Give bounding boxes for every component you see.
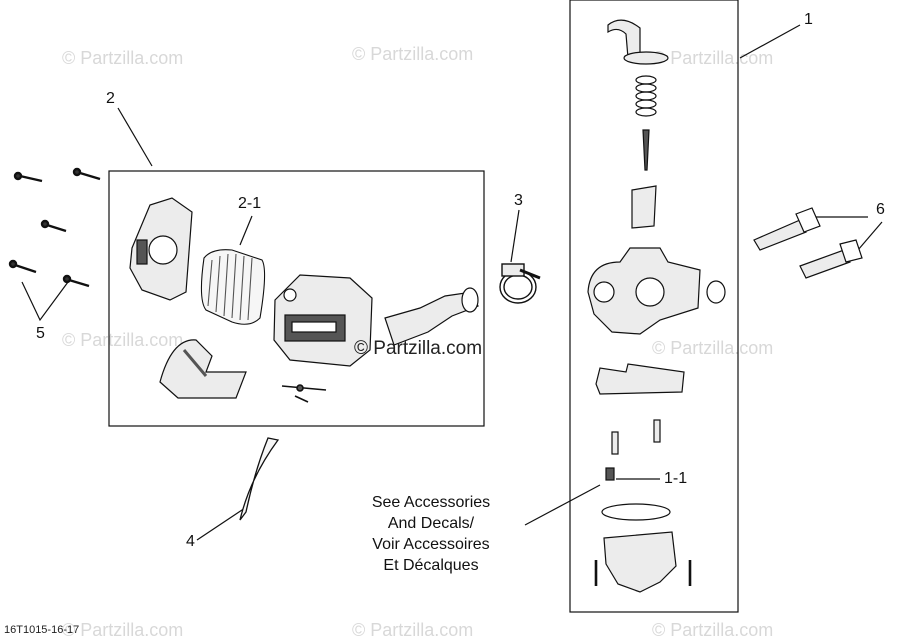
callout-1: 1 xyxy=(804,11,813,28)
note-line: Voir Accessoires xyxy=(372,536,490,553)
callout-3: 3 xyxy=(514,192,523,209)
watermark: © Partzilla.com xyxy=(62,620,184,640)
small-hardware xyxy=(281,384,327,403)
callout-5: 5 xyxy=(36,325,45,342)
watermark: © Partzilla.com xyxy=(652,48,774,68)
o-ring xyxy=(706,280,726,304)
watermark: © Partzilla.com xyxy=(652,620,774,640)
watermark: © Partzilla.com xyxy=(352,620,474,640)
leader-line-1 xyxy=(739,24,801,59)
main-jet xyxy=(611,431,619,455)
callout-6: 6 xyxy=(876,201,885,218)
float-needle xyxy=(605,467,615,481)
note-line: See Accessories xyxy=(371,494,491,511)
carburetor-assembly xyxy=(587,19,726,593)
assembly-box-1 xyxy=(569,0,739,613)
throttle-slide xyxy=(631,185,657,229)
diagram-id: 16T1015-16-17 xyxy=(4,624,80,636)
leader-line-2 xyxy=(117,107,153,167)
watermark: © Partzilla.com xyxy=(62,48,184,68)
callout-4: 4 xyxy=(186,533,195,550)
assembly-box-2 xyxy=(108,170,485,427)
air-filter-element xyxy=(200,249,266,325)
pilot-jet xyxy=(653,419,661,443)
accessories-note: See Accessories And Decals/ Voir Accesso… xyxy=(346,492,516,576)
leader-line-4 xyxy=(196,507,246,541)
bowl-gasket xyxy=(601,503,671,521)
cap-nut xyxy=(623,51,669,65)
note-line: And Decals/ xyxy=(387,515,475,532)
leader-line-6 xyxy=(810,216,883,251)
note-line: Et Décalques xyxy=(383,557,479,574)
throttle-spring xyxy=(635,75,657,117)
leader-line-2-1 xyxy=(239,215,253,246)
air-box-housing xyxy=(273,274,373,367)
leader-line-5 xyxy=(21,281,69,322)
callout-2: 2 xyxy=(106,90,115,107)
screw-part-5 xyxy=(8,167,101,288)
callout-1-1: 1-1 xyxy=(664,470,688,487)
watermark-center: © Partzilla.com xyxy=(354,338,483,359)
bolt-part-6 xyxy=(753,207,863,279)
jet-needle xyxy=(642,129,650,171)
watermark: © Partzilla.com xyxy=(352,44,474,64)
callout-2-1: 2-1 xyxy=(238,195,262,212)
watermark: © Partzilla.com xyxy=(62,330,184,350)
intake-boot xyxy=(384,287,479,346)
float-bowl xyxy=(603,531,677,593)
leader-line-note xyxy=(524,484,601,526)
air-box-cover xyxy=(129,197,193,301)
air-box-seal xyxy=(159,339,247,399)
watermark: © Partzilla.com xyxy=(652,338,774,358)
hose-clamp-part-3 xyxy=(499,263,541,304)
float xyxy=(595,363,685,395)
leader-line-3 xyxy=(510,209,520,263)
vent-hose-part-4 xyxy=(239,437,280,521)
